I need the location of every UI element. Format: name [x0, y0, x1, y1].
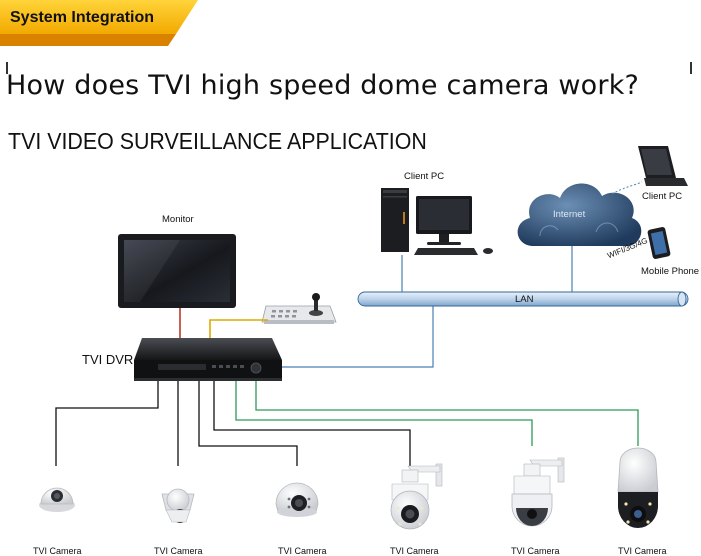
- text-cursor-mark: [690, 62, 692, 74]
- page-title: How does TVI high speed dome camera work…: [6, 70, 640, 101]
- ptz-keyboard-icon: [261, 293, 337, 324]
- header-tab-label: System Integration: [10, 9, 155, 26]
- laptop-icon: [638, 146, 688, 186]
- ptz-control-line: [209, 319, 268, 338]
- header-tab: System Integration: [0, 0, 200, 46]
- camera-cables: [55, 381, 639, 466]
- laptop-label: Client PC: [642, 191, 683, 202]
- laptop-link: [611, 181, 643, 195]
- desktop-pc-label: Client PC: [404, 171, 445, 182]
- cable-camera-5: [235, 381, 533, 446]
- camera-5-ptz-icon: [511, 457, 565, 527]
- camera-label: TVI Camera: [390, 546, 439, 556]
- camera-label: TVI Camera: [618, 546, 667, 556]
- cable-camera-4: [213, 381, 411, 466]
- camera-3-ir-dome-icon: [275, 482, 319, 517]
- mobile-phone-icon: [647, 227, 671, 259]
- dvr-label: TVI DVR: [82, 352, 134, 367]
- desktop-pc-icon: [381, 188, 493, 255]
- header-tab-shape: [0, 0, 198, 46]
- dvr-icon: [134, 338, 282, 381]
- camera-label: TVI Camera: [511, 546, 560, 556]
- camera-label: TVI Camera: [33, 546, 82, 556]
- page-subtitle: TVI VIDEO SURVEILLANCE APPLICATION: [8, 128, 427, 154]
- internet-cloud-icon: [517, 183, 642, 247]
- lan-bar: [357, 291, 689, 307]
- internet-label: Internet: [553, 209, 586, 220]
- camera-6-ptz-icon: [617, 447, 659, 528]
- cable-camera-3: [198, 381, 298, 466]
- cable-camera-6: [255, 381, 639, 446]
- monitor-icon: [118, 234, 236, 308]
- camera-label: TVI Camera: [278, 546, 327, 556]
- dvr-lan-line: [282, 306, 434, 368]
- camera-1-dome-icon: [39, 487, 75, 512]
- camera-label: TVI Camera: [154, 546, 203, 556]
- lan-label: LAN: [515, 294, 534, 305]
- camera-2-turret-icon: [161, 488, 195, 523]
- camera-4-ptz-icon: [390, 463, 443, 530]
- text-cursor-mark: [6, 62, 8, 74]
- cable-camera-1: [55, 381, 159, 466]
- monitor-label: Monitor: [162, 214, 194, 225]
- mobile-phone-label: Mobile Phone: [641, 266, 700, 277]
